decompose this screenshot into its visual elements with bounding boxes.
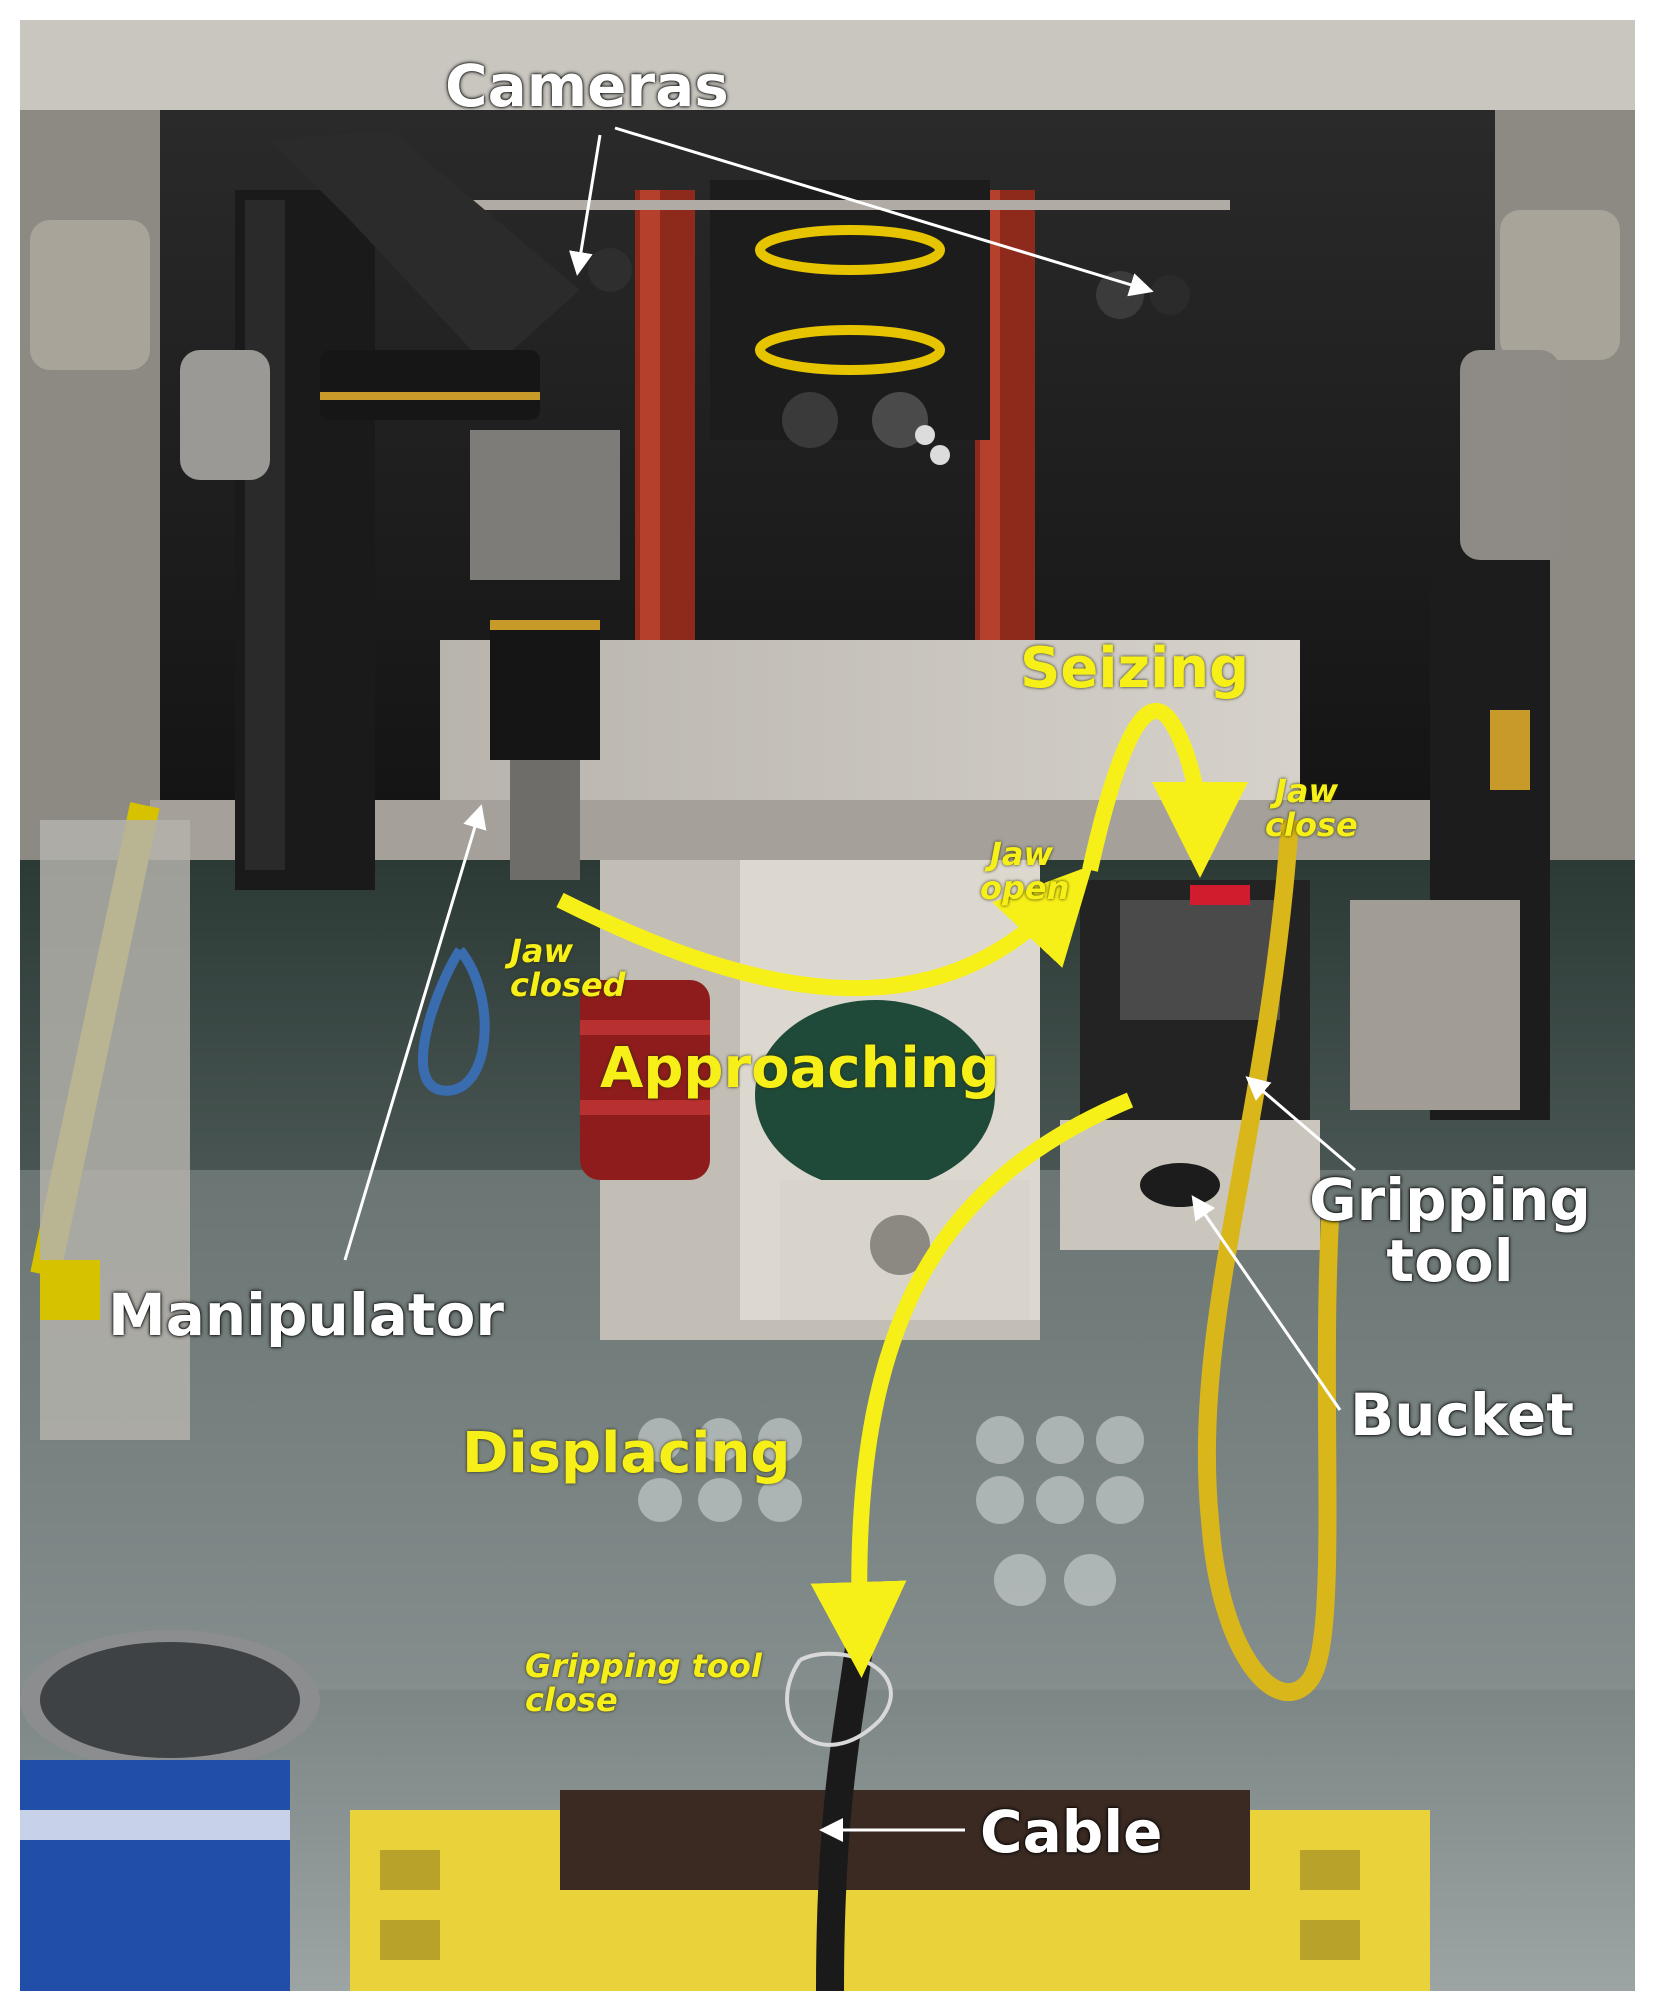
gripping-tool-label-line1: Gripping bbox=[1309, 1166, 1591, 1234]
gripping-tool-label-line2: tool bbox=[1386, 1226, 1514, 1295]
gripping-tool-close-line2: close bbox=[525, 1680, 618, 1719]
bucket-label: Bucket bbox=[1350, 1381, 1574, 1449]
displacing-label: Displacing bbox=[462, 1421, 791, 1486]
jaw-open-line2: open bbox=[980, 868, 1070, 907]
cable-label: Cable bbox=[980, 1798, 1163, 1866]
cameras-label: Cameras bbox=[445, 52, 729, 120]
jaw-close-line2: close bbox=[1265, 805, 1358, 844]
jaw-close-label: Jaw close bbox=[1265, 772, 1358, 844]
jaw-closed-label: Jaw closed bbox=[510, 932, 626, 1004]
approaching-label: Approaching bbox=[600, 1036, 1000, 1101]
seizing-label: Seizing bbox=[1020, 636, 1250, 701]
manipulator-label: Manipulator bbox=[108, 1281, 505, 1349]
jaw-close-line1: Jaw bbox=[1275, 772, 1339, 810]
test-rig-photo bbox=[20, 20, 1635, 1991]
gripping-tool-label: Gripping tool bbox=[1300, 1170, 1600, 1292]
jaw-closed-line2: closed bbox=[510, 965, 626, 1004]
gripping-tool-close-line1: Gripping tool bbox=[525, 1647, 762, 1685]
jaw-open-label: Jaw open bbox=[980, 835, 1070, 907]
jaw-open-line1: Jaw bbox=[990, 835, 1054, 873]
jaw-closed-line1: Jaw bbox=[510, 932, 574, 970]
gripping-tool-close-label: Gripping tool close bbox=[525, 1647, 762, 1719]
